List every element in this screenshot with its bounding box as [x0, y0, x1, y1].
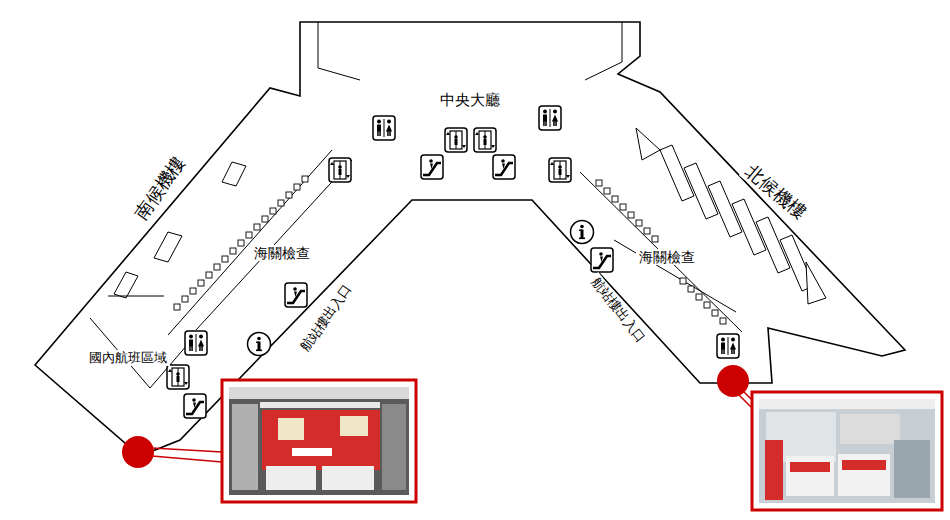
- area-name: 海關檢查: [636, 249, 698, 266]
- area-name: 海關檢查: [251, 245, 313, 262]
- toilet-icon: [717, 334, 739, 358]
- hall-inner-line: [318, 22, 622, 80]
- elevator-icon: [329, 158, 351, 182]
- elevator-icon: [549, 158, 571, 182]
- leader-line: [152, 448, 222, 462]
- location-marker: [717, 365, 749, 397]
- entrance-name: 航站樓出入口: [296, 279, 357, 357]
- hall-name: 中央大廳: [437, 91, 503, 109]
- elevator-icon: [167, 365, 189, 389]
- wing-name: 北候機樓: [739, 159, 813, 226]
- customs-booths: [174, 176, 308, 310]
- escalator-icon: [591, 248, 613, 272]
- elevator-icon: [474, 128, 496, 152]
- info-icon: [248, 333, 271, 356]
- toilet-icon: [539, 106, 561, 130]
- escalator-icon: [184, 394, 206, 418]
- counter-photo: [752, 392, 942, 510]
- customs-line: [614, 240, 736, 312]
- wing-name: 南候機樓: [129, 150, 191, 226]
- entrance-name: 航站樓出入口: [586, 272, 650, 348]
- location-marker: [122, 436, 154, 468]
- info-icon: [571, 221, 594, 244]
- toilet-icon: [185, 331, 207, 355]
- elevator-icon: [445, 128, 467, 152]
- domestic-area-line: [90, 296, 188, 388]
- customs-line: [168, 150, 332, 335]
- checkin-counters: [636, 128, 826, 304]
- escalator-icon: [493, 155, 515, 179]
- escalator-icon: [285, 283, 307, 307]
- area-name: 國內航班區域: [86, 350, 170, 366]
- customs-line: [580, 172, 742, 332]
- shop-blocks: [114, 162, 246, 298]
- escalator-icon: [421, 155, 443, 179]
- counter-photo: [222, 380, 416, 502]
- toilet-icon: [373, 116, 395, 140]
